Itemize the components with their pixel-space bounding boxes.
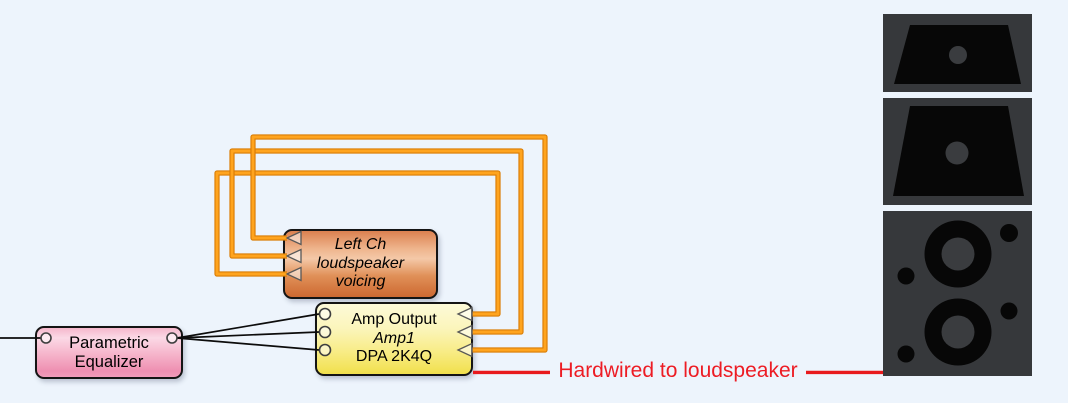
wire-amp-out1-to-voicing-in3[interactable] <box>214 170 501 317</box>
speaker-cabinet-top <box>883 14 1032 92</box>
driver-dot-icon <box>945 141 969 165</box>
block-left-ch-loudspeaker-voicing[interactable]: Left Ch loudspeaker voicing <box>283 229 438 299</box>
amp-input-port-2-icon[interactable] <box>318 325 332 339</box>
port-hole-icon <box>897 267 915 285</box>
voicing-input-port-2-icon[interactable] <box>285 248 302 264</box>
port-hole-icon <box>897 345 915 363</box>
wire-amp-out2-to-voicing-in2[interactable] <box>229 148 524 335</box>
wire-peq-to-amp-in1[interactable] <box>176 313 320 339</box>
block-label-line: Amp Output <box>351 311 437 329</box>
port-hole-icon <box>1000 224 1018 242</box>
wire-peq-to-amp-in3[interactable] <box>176 337 320 351</box>
block-label-line: Left Ch <box>334 236 387 254</box>
block-label-line: Amp1 <box>373 329 415 347</box>
amp-output-port-1-icon[interactable] <box>456 306 473 322</box>
peq-output-port-icon[interactable] <box>166 332 178 344</box>
block-label-line: DPA 2K4Q <box>355 348 433 366</box>
wire-amp-out3-to-voicing-in1[interactable] <box>250 134 548 353</box>
peq-input-port-icon[interactable] <box>40 332 52 344</box>
driver-dot-icon <box>949 46 967 64</box>
speaker-cabinet-subwoofer <box>883 211 1032 376</box>
wire-peq-to-amp-in2[interactable] <box>176 331 320 339</box>
block-parametric-equalizer[interactable]: Parametric Equalizer <box>35 326 183 379</box>
hardwired-annotation-label[interactable]: Hardwired to loudspeaker <box>558 359 798 382</box>
amp-output-port-2-icon[interactable] <box>456 324 473 340</box>
voicing-input-port-3-icon[interactable] <box>285 266 302 282</box>
amp-output-port-3-icon[interactable] <box>456 342 473 358</box>
amp-input-port-3-icon[interactable] <box>318 343 332 357</box>
port-hole-icon <box>1000 302 1018 320</box>
block-amp-output[interactable]: Amp Output Amp1 DPA 2K4Q <box>315 302 473 376</box>
block-label-line: Equalizer <box>74 352 144 371</box>
block-label-line: voicing <box>335 273 386 291</box>
voicing-input-port-1-icon[interactable] <box>285 230 302 246</box>
block-label-line: Parametric <box>69 333 149 352</box>
amp-input-port-1-icon[interactable] <box>318 307 332 321</box>
block-label-line: loudspeaker <box>316 254 405 272</box>
speaker-cabinet-middle <box>883 98 1032 205</box>
loudspeaker-stack-image[interactable] <box>883 14 1032 376</box>
